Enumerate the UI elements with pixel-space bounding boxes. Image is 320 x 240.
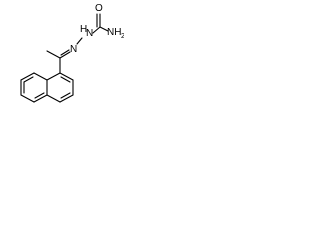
bond: [20, 72, 35, 81]
ethylidene-group: [46, 49, 71, 74]
atom-label-imine-n: N: [70, 44, 77, 55]
semicarbazone-chain: [76, 13, 109, 45]
atom-label-amine-subscript: 2: [121, 33, 124, 40]
double-bond-c-n: [60, 49, 70, 56]
double-bond-inner: [60, 92, 71, 99]
atom-label-oxygen: O: [95, 3, 103, 14]
structure-diagram: O NH 2 H N N: [20, 3, 124, 103]
bond: [46, 94, 61, 103]
double-bond-inner: [34, 92, 45, 99]
atom-label-hydrazine-h: H: [80, 24, 87, 35]
bond: [33, 94, 48, 103]
double-bond-c-n: [59, 51, 71, 59]
bond: [20, 94, 35, 103]
bond: [46, 72, 61, 81]
bond-methyl: [46, 50, 61, 59]
bond-n-c: [92, 26, 101, 34]
bond: [33, 72, 48, 81]
double-bond-inner: [23, 76, 34, 83]
bond-c-nh2: [99, 26, 109, 32]
bond: [59, 72, 74, 81]
bond: [59, 94, 74, 103]
naphthalene-ring-system: [20, 72, 74, 103]
bond-n-n: [76, 37, 83, 45]
atom-label-amine-nh: NH: [107, 27, 121, 38]
double-bond-inner: [60, 76, 71, 83]
atom-label-hydrazine-n: N: [86, 28, 93, 39]
